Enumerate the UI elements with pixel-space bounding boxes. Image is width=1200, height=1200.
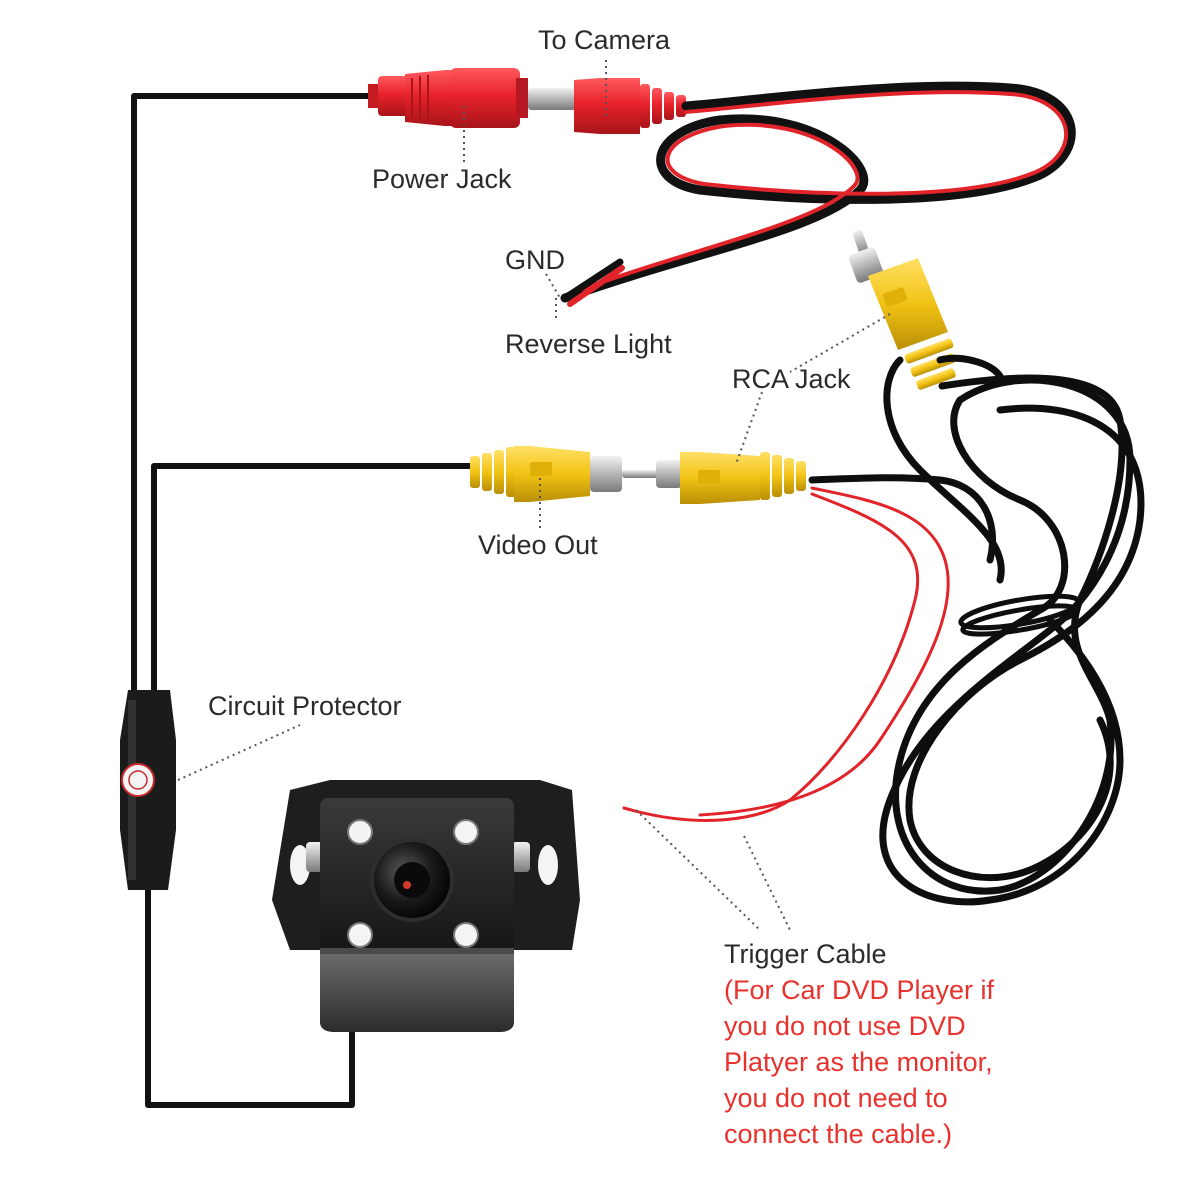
- left-wiring: [131, 93, 470, 1108]
- label-rca-jack: RCA Jack: [732, 364, 851, 394]
- leader-lines: [177, 60, 891, 931]
- camera-power-plug: [528, 78, 686, 134]
- power-cable-coil: [560, 81, 1076, 307]
- label-video-out: Video Out: [478, 530, 598, 560]
- circuit-protector-seal-icon: [121, 763, 155, 797]
- camera-led-icons: [347, 819, 479, 948]
- label-to-camera: To Camera: [538, 25, 671, 55]
- label-circuit-protector: Circuit Protector: [208, 691, 402, 721]
- rca-jack-camera-side: [622, 452, 806, 504]
- note-line: connect the cable.): [724, 1119, 953, 1149]
- note-line: Platyer as the monitor,: [724, 1047, 993, 1077]
- trigger-wires: [622, 486, 950, 822]
- circuit-protector: [120, 690, 176, 890]
- label-power-jack: Power Jack: [372, 164, 512, 194]
- note-line: you do not use DVD: [724, 1011, 966, 1041]
- video-out-connector: [470, 446, 622, 502]
- coil-binding: [958, 593, 1082, 637]
- rca-jack-top: [848, 229, 956, 390]
- note-line: you do not need to: [724, 1083, 948, 1113]
- note-line: (For Car DVD Player if: [724, 975, 995, 1005]
- label-trigger-cable: Trigger Cable: [724, 939, 887, 969]
- video-cable-coil: [808, 354, 1145, 906]
- label-reverse-light: Reverse Light: [505, 329, 672, 359]
- power-jack: [368, 68, 528, 128]
- mount-hole-left: [290, 845, 310, 885]
- label-gnd: GND: [505, 245, 565, 275]
- mount-hole-right: [538, 845, 558, 885]
- trigger-cable-note: (For Car DVD Player if you do not use DV…: [724, 972, 994, 1152]
- reverse-camera: [272, 780, 580, 1032]
